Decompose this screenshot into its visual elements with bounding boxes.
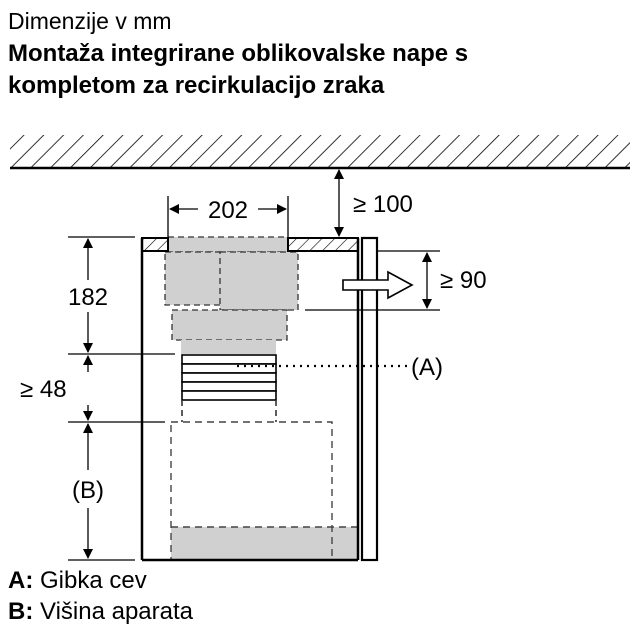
appliance-base (171, 527, 358, 560)
dim-hose-height: ≥ 48 (20, 376, 67, 403)
legend-key: B: (8, 598, 34, 625)
legend-item-b: B: Višina aparata (8, 598, 193, 626)
ceiling (10, 135, 630, 170)
dimension-lines (68, 169, 440, 561)
airflow-arrow-icon (342, 270, 414, 300)
label-hose: (A) (411, 354, 443, 381)
dim-outlet: ≥ 90 (440, 267, 487, 294)
subtitle: Dimenzije v mm (8, 8, 172, 34)
legend-key: A: (8, 567, 34, 594)
appliance-outline (170, 421, 358, 561)
dim-appliance-height: (B) (72, 477, 104, 504)
page-title: Montaža integrirane oblikovalske nape s … (8, 38, 468, 102)
title-line-2: kompletom za recirkulacijo zraka (8, 72, 385, 99)
dim-width-top: 202 (208, 197, 248, 224)
legend-item-a: A: Gibka cev (8, 567, 147, 595)
legend-text: Gibka cev (33, 567, 147, 594)
flexible-hose (181, 354, 277, 422)
title-line-1: Montaža integrirane oblikovalske nape s (8, 40, 469, 67)
cabinet (140, 236, 379, 562)
dim-upper-height: 182 (68, 284, 108, 311)
hood-unit (164, 236, 299, 354)
legend-text: Višina aparata (33, 598, 193, 625)
dim-ceiling-gap: ≥ 100 (353, 191, 413, 218)
